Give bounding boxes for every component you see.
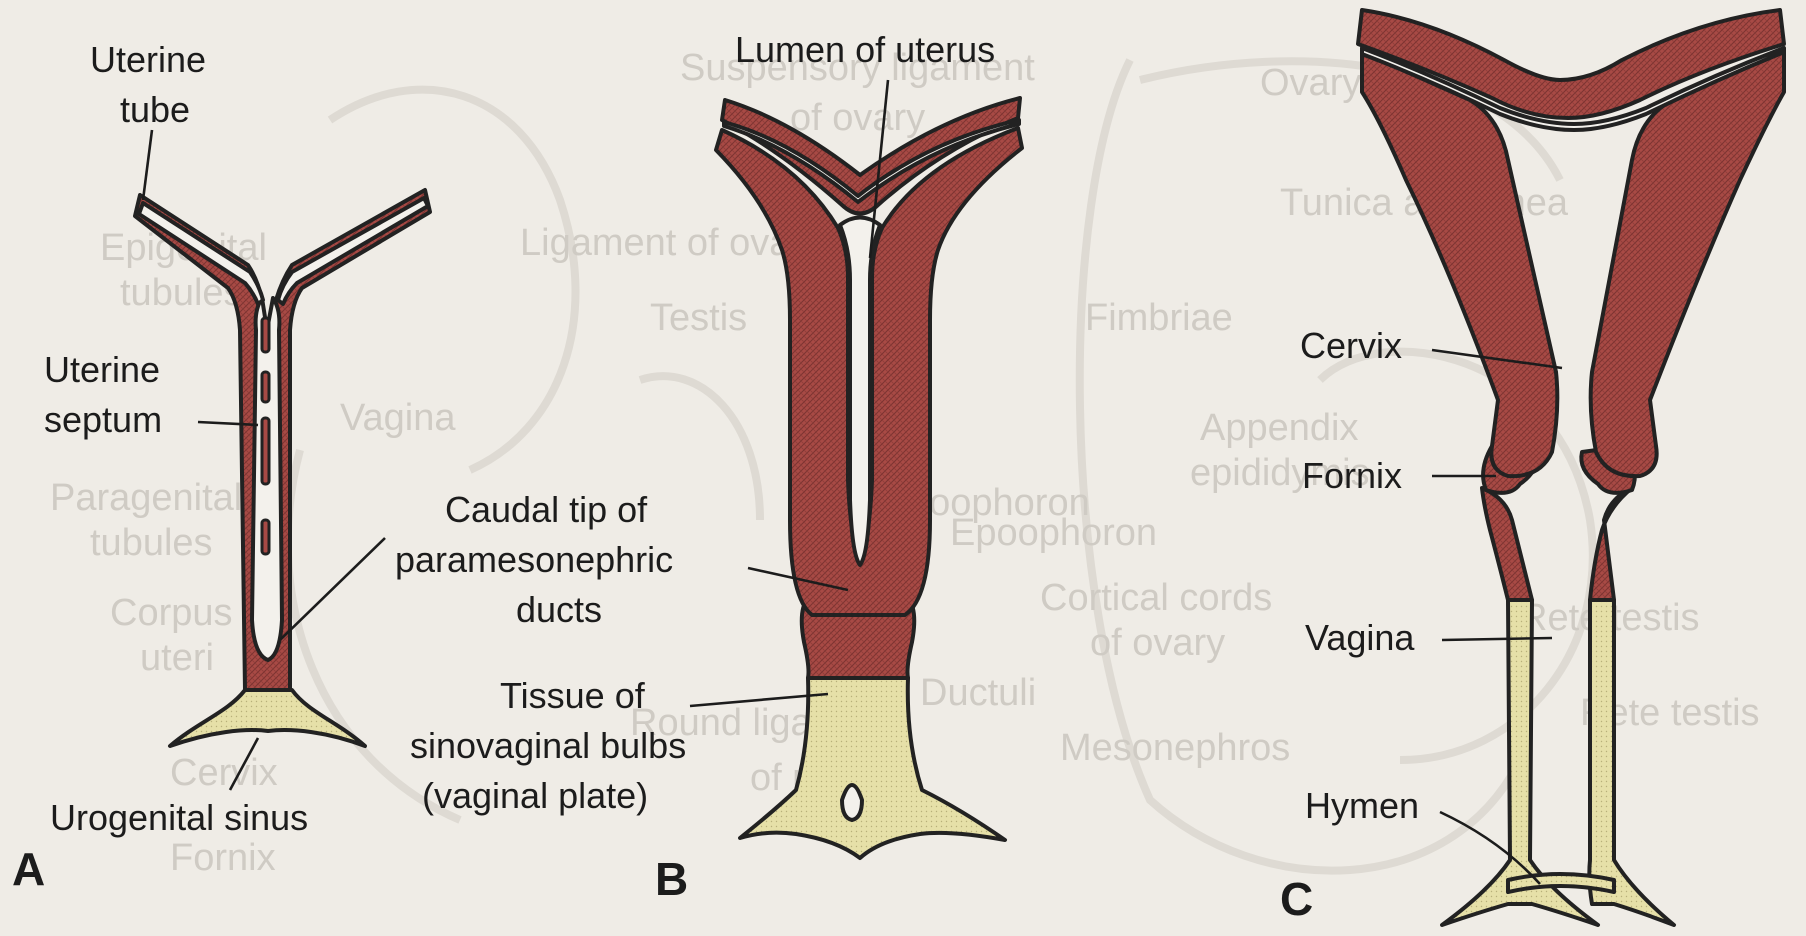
label-cervix: Cervix <box>1300 325 1402 366</box>
label-lumen-of-uterus: Lumen of uterus <box>735 29 995 70</box>
svg-text:tubules: tubules <box>90 522 213 564</box>
svg-text:Corpus: Corpus <box>110 592 233 634</box>
svg-text:Vagina: Vagina <box>340 397 456 439</box>
label-tissue-line1: Tissue of <box>500 675 646 716</box>
label-tissue-line2: sinovaginal bulbs <box>410 725 686 766</box>
panel-letter-c: C <box>1280 873 1313 925</box>
label-fornix: Fornix <box>1302 455 1402 496</box>
panel-letter-b: B <box>655 853 688 905</box>
leader-uterine-tube <box>143 130 152 200</box>
svg-text:Paragenital: Paragenital <box>50 477 242 519</box>
svg-text:uteri: uteri <box>140 637 214 679</box>
label-uterine-septum-line1: Uterine <box>44 349 160 390</box>
svg-text:of ovary: of ovary <box>790 97 925 139</box>
svg-text:of ovary: of ovary <box>1090 622 1225 664</box>
label-vagina: Vagina <box>1305 617 1415 658</box>
leader-vagina <box>1442 638 1552 640</box>
label-caudal-tip-line2: paramesonephric <box>395 539 673 580</box>
panel-b-figure <box>716 98 1022 858</box>
svg-text:Ductuli: Ductuli <box>920 672 1036 714</box>
hymen-shape <box>1508 874 1614 892</box>
panel-letter-a: A <box>12 843 45 895</box>
svg-text:Fornix: Fornix <box>170 837 276 879</box>
svg-text:Testis: Testis <box>650 297 747 339</box>
leader-sinus-wall <box>280 538 385 640</box>
label-tissue-line3: (vaginal plate) <box>422 775 648 816</box>
svg-text:Fimbriae: Fimbriae <box>1085 297 1233 339</box>
label-caudal-tip-line3: ducts <box>516 589 602 630</box>
label-urogenital-sinus: Urogenital sinus <box>50 797 308 838</box>
svg-text:Cervix: Cervix <box>170 752 278 794</box>
svg-text:Cortical cords: Cortical cords <box>1040 577 1272 619</box>
label-uterine-septum-line2: septum <box>44 399 162 440</box>
svg-text:Mesonephros: Mesonephros <box>1060 727 1290 769</box>
label-caudal-tip-line1: Caudal tip of <box>445 489 648 530</box>
label-uterine-tube-line2: tube <box>120 89 190 130</box>
svg-text:Ovary: Ovary <box>1260 62 1361 104</box>
svg-text:Appendix: Appendix <box>1200 407 1358 449</box>
vaginal-plate-cleft <box>842 785 862 820</box>
vagina-upper-left-wall <box>1482 488 1532 600</box>
label-hymen: Hymen <box>1305 785 1419 826</box>
label-uterine-tube-line1: Uterine <box>90 39 206 80</box>
